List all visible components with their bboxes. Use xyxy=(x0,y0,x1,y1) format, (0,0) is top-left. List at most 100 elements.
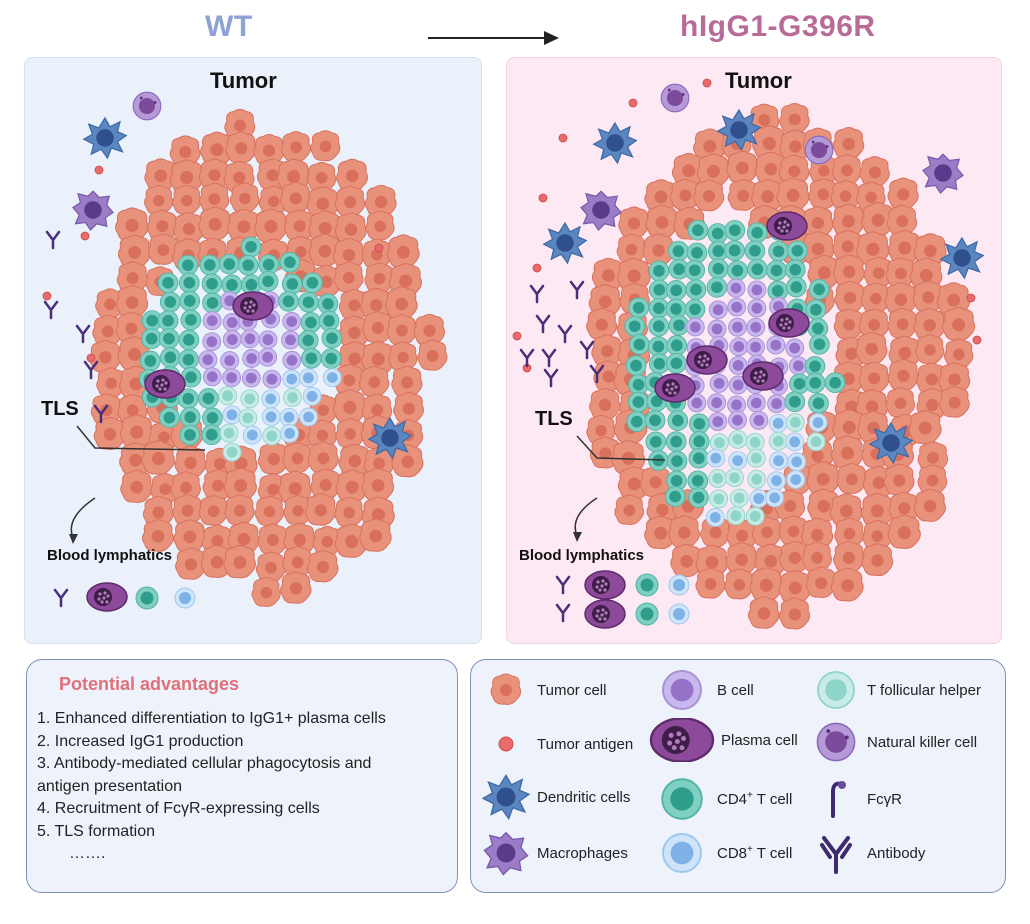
tumor-cell xyxy=(908,410,942,445)
tumor-cell xyxy=(858,361,890,394)
cd4-t-cell xyxy=(202,292,223,314)
legend-plasma-cell: Plasma cell xyxy=(649,718,798,762)
advantage-item: 5. TLS formation xyxy=(37,822,155,840)
cd4-t-cell xyxy=(707,223,729,244)
cd4-t-cell xyxy=(198,388,219,409)
b-cell xyxy=(746,393,766,413)
blood-plasma-cell-icon xyxy=(584,599,626,629)
b-cell xyxy=(746,337,765,357)
cd8-t-cell xyxy=(787,452,807,472)
cd4-t-cell xyxy=(727,260,748,281)
antibody xyxy=(541,348,557,368)
nk-cell xyxy=(660,83,690,113)
b-cell xyxy=(707,393,727,413)
cd4-t-cell xyxy=(628,391,649,413)
b-cell xyxy=(198,350,218,370)
cd4-t-cell xyxy=(706,276,728,298)
tumor-cell xyxy=(726,150,759,184)
macrophage xyxy=(922,153,964,194)
cd4-t-cell xyxy=(179,406,201,428)
cd4-t-cell xyxy=(626,411,648,432)
antibody xyxy=(543,368,559,388)
tumor-cell xyxy=(120,469,153,504)
cd8-t-cell xyxy=(261,389,281,409)
cd4-t-cell xyxy=(157,272,179,294)
antibody xyxy=(535,314,551,334)
tumor-antigen xyxy=(512,331,522,341)
cd4-t-cell xyxy=(157,310,179,332)
cd4-t-cell xyxy=(684,259,706,281)
b-cell xyxy=(729,337,749,357)
cd4-t-cell xyxy=(665,431,687,452)
tumor-cell xyxy=(693,179,725,212)
tumor-cell xyxy=(915,334,945,365)
tumor-cell xyxy=(724,568,755,600)
blood-cd4-t-cell-icon xyxy=(135,586,159,610)
cd8-t-cell xyxy=(322,368,342,388)
b-cell xyxy=(258,347,278,367)
tumor-antigen xyxy=(628,98,638,108)
cd4-t-cell xyxy=(724,240,745,261)
b-cell xyxy=(202,332,222,352)
cd4-t-cell-icon xyxy=(661,778,703,820)
cd4-t-cell xyxy=(240,236,262,258)
tfh-cell xyxy=(262,426,282,446)
tumor-cell xyxy=(224,494,255,526)
tumor-cell xyxy=(198,495,229,526)
tumor-cell xyxy=(282,442,313,474)
b-cell xyxy=(222,368,242,388)
b-cell xyxy=(281,330,300,350)
b-cell xyxy=(709,373,729,393)
b-cell xyxy=(749,410,769,430)
tfh-cell xyxy=(709,489,729,509)
tumor-cell xyxy=(307,441,339,474)
blood-cd8-t-cell-icon xyxy=(668,603,690,625)
legend-tumor-antigen: Tumor antigen xyxy=(481,724,633,764)
advantage-item: 2. Increased IgG1 production xyxy=(37,732,244,750)
cd8-t-cell xyxy=(767,471,786,491)
tumor-cell xyxy=(695,567,726,599)
cd4-t-cell xyxy=(302,272,323,294)
cd4-t-cell xyxy=(158,328,180,349)
dendritic-cell xyxy=(940,237,984,279)
cd8-t-cell xyxy=(298,368,318,388)
tumor-cell xyxy=(310,130,341,162)
plasma-cell-icon xyxy=(649,718,715,762)
b-cell xyxy=(708,412,728,432)
legend-antibody: Antibody xyxy=(811,830,925,876)
cd8-t-cell xyxy=(222,405,242,425)
nk-cell xyxy=(804,135,834,165)
tumor-cell xyxy=(801,541,832,573)
cd4-t-cell xyxy=(297,330,319,351)
blood-arrow-icon xyxy=(70,497,96,539)
b-cell xyxy=(220,351,240,371)
tumor-antigen xyxy=(538,193,548,203)
b-cell xyxy=(202,367,222,387)
cd8-t-cell xyxy=(279,407,299,427)
cd4-t-cell xyxy=(629,334,650,355)
cd4-t-cell xyxy=(688,413,710,435)
b-cell xyxy=(282,350,302,370)
tumor-cell xyxy=(883,463,915,496)
tumor-cell xyxy=(805,566,837,598)
tumor-cell xyxy=(257,523,289,555)
blood-antibody-icon xyxy=(555,575,571,595)
plasma-cell xyxy=(742,361,784,391)
cd4-t-cell xyxy=(724,219,746,241)
b-cell xyxy=(241,368,261,388)
legend-fcgr: FcγR xyxy=(811,776,902,822)
antibody xyxy=(529,284,545,304)
tumor-cell xyxy=(223,544,256,579)
tumor-cell xyxy=(173,519,206,553)
legend-b-cell: B cell xyxy=(653,668,754,712)
cd4-t-cell xyxy=(141,328,162,350)
tfh-cell xyxy=(219,423,239,443)
tumor-cell xyxy=(830,567,864,602)
tumor-cell xyxy=(749,567,783,602)
tumor-cell xyxy=(887,358,919,392)
tumor-antigen xyxy=(86,353,96,363)
tumor-cell xyxy=(586,307,618,340)
advantage-item: 1. Enhanced differentiation to IgG1+ pla… xyxy=(37,710,386,727)
cd4-t-cell xyxy=(768,240,789,262)
legend-tfh: T follicular helper xyxy=(811,668,981,712)
